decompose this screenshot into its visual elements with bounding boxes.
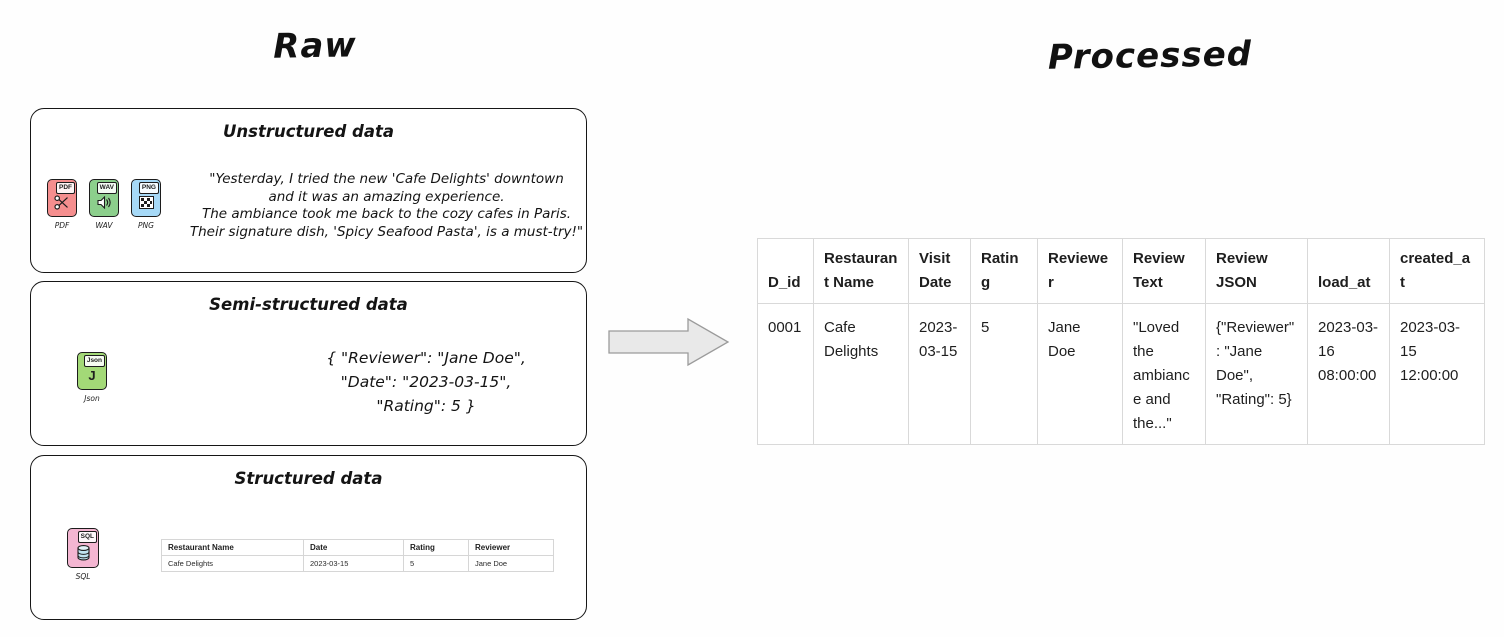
pdf-file-icon: PDF PDF: [47, 179, 77, 230]
unstructured-review-quote: "Yesterday, I tried the new 'Cafe Deligh…: [179, 171, 594, 241]
scissors-icon: [48, 192, 76, 213]
process-arrow-icon: [608, 317, 730, 367]
sql-file-icon: SQL SQL: [67, 528, 99, 581]
json-line: "Rating": 5 }: [376, 397, 476, 415]
structured-data-box: Structured data SQL SQL Restaurant Name …: [30, 455, 587, 620]
structured-mini-table: Restaurant Name Date Rating Reviewer Caf…: [161, 539, 554, 572]
processed-table-cell: 2023-03-15: [908, 303, 971, 445]
json-line: "Date": "2023-03-15",: [340, 373, 512, 391]
pdf-file-tag: PDF: [56, 182, 75, 194]
mini-table-header: Restaurant Name: [161, 539, 304, 556]
mini-table-header: Reviewer: [468, 539, 554, 556]
png-file-icon: PNG PNG: [131, 179, 161, 230]
png-file-caption: PNG: [138, 221, 154, 230]
processed-table-header: Rating: [970, 238, 1038, 304]
processed-table-header: Review JSON: [1205, 238, 1308, 304]
processed-table-header: created_at: [1389, 238, 1485, 304]
database-icon: [68, 541, 98, 564]
processed-table-cell: "Loved the ambiance and the...": [1122, 303, 1206, 445]
json-file-caption: Json: [84, 394, 100, 403]
speaker-icon: [90, 192, 118, 213]
quote-line: Their signature dish, 'Spicy Seafood Pas…: [189, 223, 584, 240]
quote-line: The ambiance took me back to the cozy ca…: [201, 206, 572, 222]
quote-line: and it was an amazing experience.: [268, 188, 505, 205]
json-snippet: { "Reviewer": "Jane Doe", "Date": "2023-…: [256, 346, 596, 418]
unstructured-data-box: Unstructured data PDF PDF WAV WAV: [30, 108, 587, 273]
wav-file-tag: WAV: [96, 182, 117, 194]
quote-line: "Yesterday, I tried the new 'Cafe Deligh…: [209, 171, 564, 187]
mini-table-cell: 5: [403, 555, 469, 572]
processed-table-cell: 0001: [757, 303, 814, 445]
json-letter-icon: J: [88, 368, 96, 383]
structured-file-icons: SQL SQL: [67, 528, 99, 581]
mini-table-header-row: Restaurant Name Date Rating Reviewer: [161, 539, 554, 556]
pdf-file-caption: PDF: [54, 221, 70, 230]
processed-table-cell: 2023-03-15 12:00:00: [1389, 303, 1485, 445]
processed-section-title: Processed: [1047, 34, 1253, 78]
processed-table-row: 0001 Cafe Delights 2023-03-15 5 Jane Doe…: [757, 303, 1485, 445]
processed-table-cell: 2023-03-16 08:00:00: [1307, 303, 1390, 445]
semi-structured-data-box: Semi-structured data Json J Json { "Revi…: [30, 281, 587, 446]
wav-file-icon: WAV WAV: [89, 179, 119, 230]
unstructured-file-icons: PDF PDF WAV WAV PNG: [47, 179, 161, 230]
processed-table-header: D_id: [757, 238, 814, 304]
sql-file-caption: SQL: [75, 572, 91, 581]
wav-file-caption: WAV: [95, 221, 113, 230]
mini-table-header: Rating: [403, 539, 469, 556]
mini-table-cell: Jane Doe: [468, 555, 554, 572]
unstructured-box-title: Unstructured data: [222, 122, 394, 141]
processed-table-cell: Jane Doe: [1037, 303, 1123, 445]
processed-table-cell: {"Reviewer": "Jane Doe", "Rating": 5}: [1205, 303, 1308, 445]
sql-file-tag: SQL: [77, 531, 97, 543]
processed-table-header: Restaurant Name: [813, 238, 909, 304]
processed-table-header: Review Text: [1122, 238, 1206, 304]
mini-table-cell: 2023-03-15: [303, 555, 404, 572]
json-file-tag: Json: [83, 355, 105, 367]
raw-section-title: Raw: [272, 25, 358, 67]
processed-table-cell: Cafe Delights: [813, 303, 909, 445]
processed-table-header: Visit Date: [908, 238, 971, 304]
structured-box-title: Structured data: [234, 469, 383, 488]
image-pixels-icon: [132, 192, 160, 213]
processed-table: D_id Restaurant Name Visit Date Rating R…: [757, 238, 1485, 445]
png-file-tag: PNG: [138, 182, 159, 194]
json-line: { "Reviewer": "Jane Doe",: [326, 349, 526, 367]
json-file-icon: Json J Json: [77, 352, 107, 403]
semi-structured-box-title: Semi-structured data: [209, 295, 408, 314]
processed-table-cell: 5: [970, 303, 1038, 445]
mini-table-row: Cafe Delights 2023-03-15 5 Jane Doe: [161, 555, 554, 572]
processed-table-header-row: D_id Restaurant Name Visit Date Rating R…: [757, 238, 1485, 304]
mini-table-cell: Cafe Delights: [161, 555, 304, 572]
processed-table-header: load_at: [1307, 238, 1390, 304]
semi-structured-file-icons: Json J Json: [77, 352, 107, 403]
processed-table-header: Reviewer: [1037, 238, 1123, 304]
mini-table-header: Date: [303, 539, 404, 556]
